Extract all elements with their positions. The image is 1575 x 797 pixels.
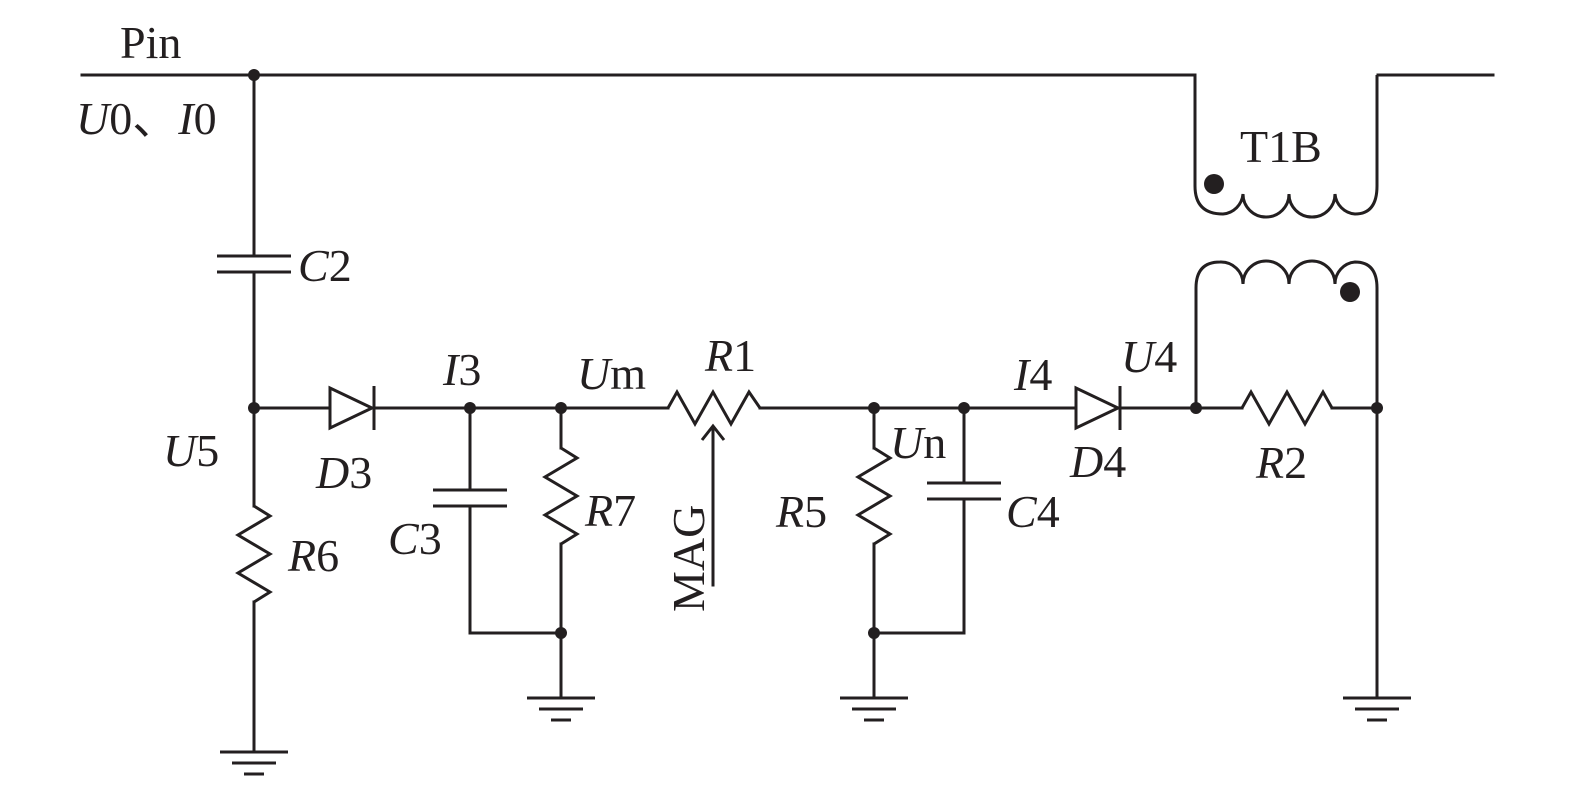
t1b-secondary-dot bbox=[1340, 282, 1360, 302]
mag-arrow-icon bbox=[700, 423, 726, 441]
transformer-t1b bbox=[1193, 75, 1379, 408]
ground-r5 bbox=[840, 696, 908, 722]
label-c4: C4 bbox=[1006, 486, 1060, 537]
label-u4: U4 bbox=[1121, 331, 1177, 382]
label-u0-i0: U0、I0 bbox=[76, 93, 217, 144]
labels: Pin U0、I0 C2 T1B U5 D3 I3 Um R1 MAG C3 R… bbox=[76, 17, 1322, 612]
ground-left bbox=[220, 750, 288, 776]
r5-c4-network bbox=[840, 406, 1001, 722]
potentiometer-r1 bbox=[666, 388, 1078, 587]
label-mag: MAG bbox=[663, 505, 714, 612]
label-t1b: T1B bbox=[1240, 121, 1322, 172]
t1b-secondary-winding bbox=[1194, 259, 1379, 408]
label-r5: R5 bbox=[775, 486, 827, 537]
t1b-primary-winding bbox=[1193, 75, 1379, 219]
ground-right bbox=[1343, 696, 1411, 722]
label-i4: I4 bbox=[1013, 349, 1052, 400]
pin-rail bbox=[80, 69, 1495, 81]
label-r2: R2 bbox=[1255, 437, 1307, 488]
diode-d3 bbox=[328, 385, 376, 431]
label-r1: R1 bbox=[704, 330, 756, 381]
node-r7-bottom bbox=[555, 627, 567, 639]
label-um: Um bbox=[577, 348, 646, 399]
resistor-r2 bbox=[1240, 388, 1334, 428]
label-i3: I3 bbox=[442, 344, 481, 395]
label-pin: Pin bbox=[120, 17, 181, 68]
label-d4: D4 bbox=[1069, 436, 1126, 487]
ground-r7 bbox=[527, 696, 595, 722]
resistor-r6 bbox=[235, 504, 273, 604]
t1b-primary-dot bbox=[1204, 174, 1224, 194]
diode-d4 bbox=[1074, 385, 1122, 431]
resistor-r7 bbox=[542, 446, 580, 546]
resistor-r1 bbox=[666, 388, 762, 428]
label-r6: R6 bbox=[287, 530, 339, 581]
resistor-r5 bbox=[855, 446, 893, 546]
label-c3: C3 bbox=[388, 513, 442, 564]
d4-r2-branch bbox=[1074, 385, 1411, 722]
c3-r7-network bbox=[433, 406, 595, 722]
label-c2: C2 bbox=[298, 240, 352, 291]
label-u5: U5 bbox=[163, 425, 219, 476]
label-r7: R7 bbox=[584, 485, 636, 536]
left-branch bbox=[217, 73, 291, 776]
node-u4 bbox=[1190, 402, 1202, 414]
label-d3: D3 bbox=[315, 447, 372, 498]
label-un: Un bbox=[890, 417, 946, 468]
